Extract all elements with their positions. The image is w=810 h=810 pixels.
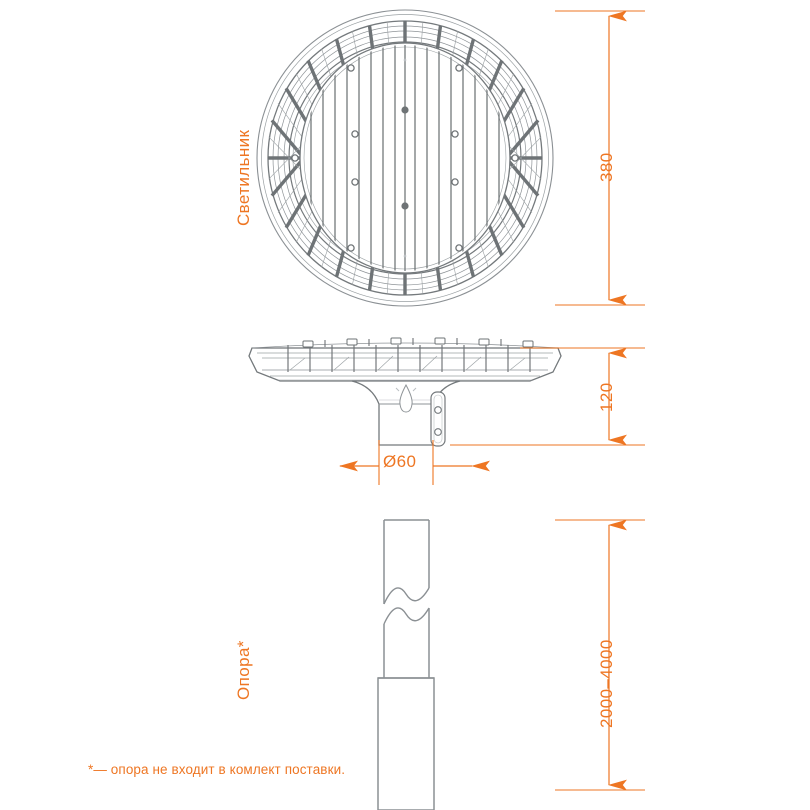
dimension-pole-height (555, 519, 645, 791)
dimension-label-diameter-60: Ø60 (383, 452, 417, 471)
dimension-diameter-60 (338, 440, 490, 485)
footnote-text: *— опора не входит в комлект поставки. (88, 762, 346, 777)
side-view-luminaire (248, 337, 562, 447)
label-pole: Опора* (234, 640, 253, 700)
pole-elevation (377, 519, 435, 810)
dimension-label-pole-height: 2000–4000 (597, 639, 616, 728)
dimension-label-380: 380 (597, 152, 616, 182)
top-view-luminaire (256, 9, 554, 307)
label-luminaire: Светильник (234, 129, 253, 226)
dimension-380 (555, 10, 645, 306)
dimension-label-120: 120 (597, 382, 616, 412)
dimension-120 (450, 347, 645, 446)
